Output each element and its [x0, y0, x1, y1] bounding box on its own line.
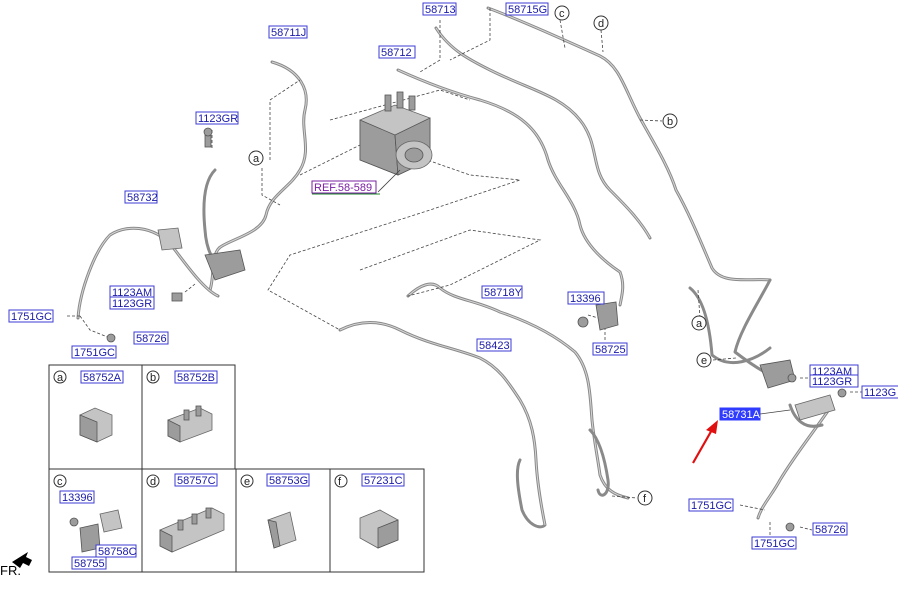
label-58712[interactable]: 58712 — [378, 45, 416, 59]
label-1751GC-left-b[interactable]: 1751GC — [71, 345, 117, 359]
svg-text:58752A: 58752A — [83, 372, 122, 384]
svg-text:a: a — [57, 372, 64, 384]
legend-cell-c[interactable]: c 13396 58758C 58755 — [53, 474, 137, 570]
svg-text:REF.58-589: REF.58-589 — [314, 182, 372, 194]
svg-text:e: e — [701, 355, 707, 367]
label-1751GC-right-b[interactable]: 1751GC — [751, 536, 797, 550]
legend-cell-d[interactable]: d 58757C — [146, 473, 225, 553]
svg-text:58755: 58755 — [74, 558, 105, 570]
right-caliper-bracket — [759, 359, 847, 532]
marker-b[interactable]: b — [662, 113, 678, 129]
label-58718Y[interactable]: 58718Y — [481, 285, 523, 299]
svg-text:1123GR: 1123GR — [812, 376, 852, 388]
legend-cell-e[interactable]: e 58753G — [240, 473, 310, 549]
label-1123G-edge[interactable]: 1123G — [861, 385, 898, 399]
svg-text:b: b — [667, 116, 673, 128]
svg-text:1751GC: 1751GC — [691, 500, 732, 512]
svg-text:FR.: FR. — [0, 563, 21, 578]
front-arrow-icon — [12, 552, 32, 568]
brake-tubes — [76, 6, 832, 529]
label-1751GC-right-a[interactable]: 1751GC — [688, 498, 734, 512]
svg-text:a: a — [253, 153, 260, 165]
part-labels: 58711J 58713 58715G 58712 1123GR 58732 R… — [8, 2, 898, 550]
legend-cell-a[interactable]: a 58752A — [53, 370, 124, 443]
svg-text:1751GC: 1751GC — [754, 538, 795, 550]
svg-text:c: c — [559, 8, 565, 20]
label-58711J[interactable]: 58711J — [268, 25, 308, 39]
svg-text:1123AM: 1123AM — [112, 287, 152, 299]
circle-markers: a c d b a e f — [248, 5, 712, 506]
label-58725[interactable]: 58725 — [592, 342, 628, 356]
svg-text:58753G: 58753G — [269, 475, 308, 487]
svg-text:58726: 58726 — [815, 524, 846, 536]
marker-c[interactable]: c — [554, 5, 570, 21]
label-1123GR-left[interactable]: 1123GR — [109, 296, 155, 310]
legend-cell-b[interactable]: b 58752B — [146, 370, 218, 443]
legend-table: a 58752A b 58752B c 13396 58758C 58755 d… — [48, 364, 425, 573]
label-58732[interactable]: 58732 — [124, 190, 158, 204]
svg-text:d: d — [598, 18, 604, 30]
svg-text:58757C: 58757C — [177, 475, 216, 487]
label-1123GR-right[interactable]: 1123GR — [809, 374, 859, 388]
svg-text:d: d — [150, 476, 156, 488]
label-1751GC-left-a[interactable]: 1751GC — [8, 309, 54, 323]
svg-text:f: f — [338, 476, 342, 488]
svg-text:58732: 58732 — [127, 192, 158, 204]
marker-d[interactable]: d — [593, 15, 609, 31]
svg-text:1751GC: 1751GC — [11, 311, 52, 323]
svg-text:1123GR: 1123GR — [198, 113, 238, 125]
svg-text:1123G: 1123G — [864, 387, 896, 399]
label-13396-mid[interactable]: 13396 — [567, 291, 605, 305]
highlight-arrow — [692, 420, 718, 464]
left-caliper-bracket — [106, 127, 246, 343]
svg-text:58423: 58423 — [479, 340, 510, 352]
front-indicator: FR. — [0, 552, 32, 578]
svg-text:1123GR: 1123GR — [112, 298, 152, 310]
svg-text:58712: 58712 — [381, 47, 412, 59]
label-58715G[interactable]: 58715G — [505, 2, 549, 16]
marker-f[interactable]: f — [637, 490, 653, 506]
svg-text:1751GC: 1751GC — [74, 347, 115, 359]
svg-text:58725: 58725 — [595, 344, 626, 356]
svg-text:58718Y: 58718Y — [484, 287, 523, 299]
label-1123GR-top[interactable]: 1123GR — [195, 111, 239, 125]
svg-text:58715G: 58715G — [508, 4, 547, 16]
svg-text:e: e — [244, 476, 250, 488]
svg-text:c: c — [57, 476, 63, 488]
svg-text:b: b — [150, 372, 156, 384]
marker-e[interactable]: e — [696, 352, 712, 368]
dashed-leader-lines — [67, 8, 862, 540]
label-58726-right[interactable]: 58726 — [812, 522, 848, 536]
label-58713[interactable]: 58713 — [422, 2, 457, 16]
svg-text:58713: 58713 — [425, 4, 456, 16]
svg-text:a: a — [696, 318, 703, 330]
svg-text:58711J: 58711J — [271, 27, 306, 39]
marker-a-left[interactable]: a — [248, 150, 264, 166]
svg-text:58726: 58726 — [136, 333, 167, 345]
svg-text:58758C: 58758C — [98, 546, 137, 558]
legend-cell-f[interactable]: f 57231C — [334, 473, 405, 549]
marker-a-right[interactable]: a — [691, 315, 707, 331]
label-58726-left[interactable]: 58726 — [133, 331, 169, 345]
label-ref-58-589[interactable]: REF.58-589 — [311, 169, 401, 195]
label-58731A[interactable]: 58731A — [719, 407, 791, 421]
label-58423[interactable]: 58423 — [476, 338, 512, 352]
svg-text:13396: 13396 — [570, 293, 601, 305]
svg-text:57231C: 57231C — [364, 475, 403, 487]
svg-text:f: f — [643, 493, 647, 505]
mid-bracket-58725 — [577, 301, 619, 331]
abs-module — [359, 91, 433, 176]
svg-text:58731A: 58731A — [722, 409, 761, 421]
svg-text:58752B: 58752B — [177, 372, 215, 384]
svg-text:13396: 13396 — [62, 492, 93, 504]
